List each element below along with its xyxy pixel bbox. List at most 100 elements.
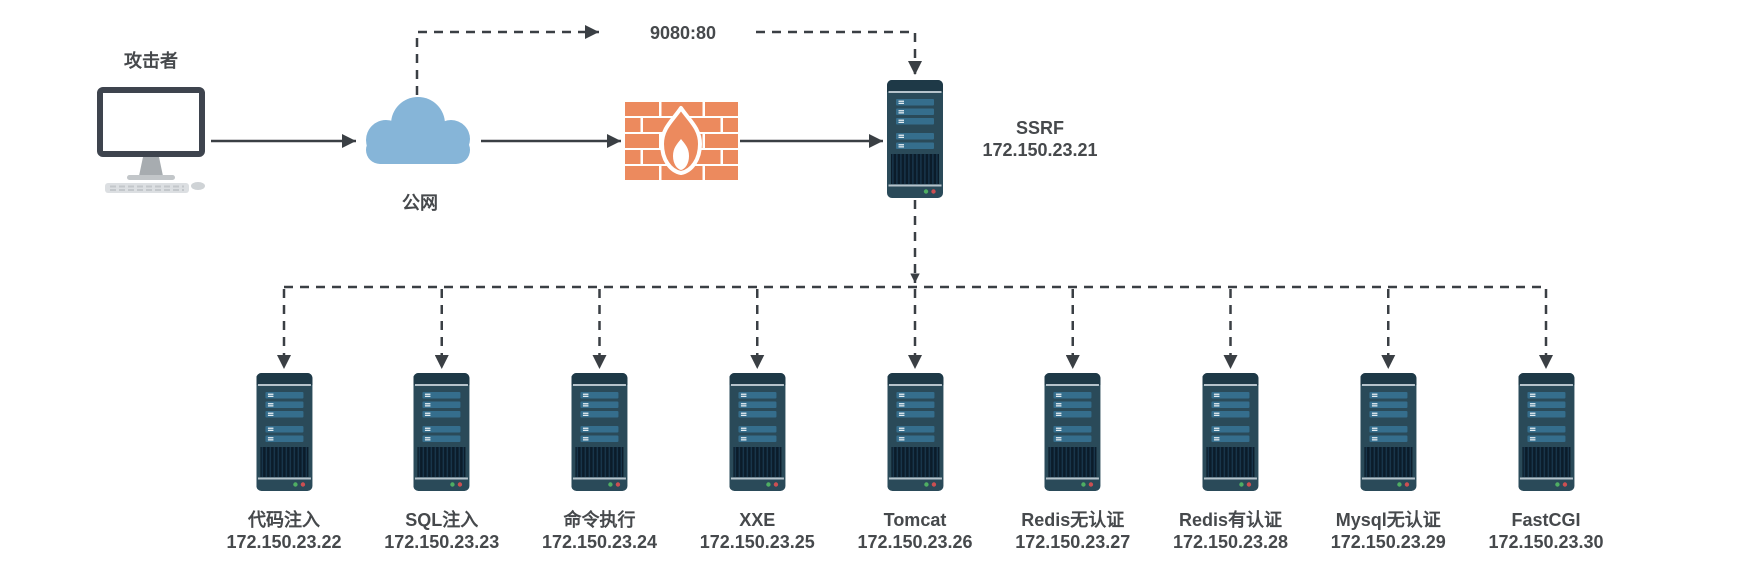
server-vent <box>1364 447 1413 477</box>
server-drive-leds <box>740 393 747 441</box>
target-server-icon-slot <box>571 373 628 491</box>
server-icon <box>887 80 943 198</box>
led-red <box>931 482 936 487</box>
target-ip-label: 172.150.23.22 <box>226 532 342 552</box>
keyboard <box>105 183 189 193</box>
target-name-label: Tomcat <box>883 510 947 530</box>
target-node: Mysql无认证 172.150.23.29 <box>1331 373 1446 553</box>
server-icon <box>1202 373 1259 491</box>
server-vent <box>1206 447 1255 477</box>
led-green <box>450 482 455 487</box>
target-node: 命令执行 172.150.23.24 <box>542 373 657 553</box>
led-green <box>608 482 613 487</box>
server-vent <box>260 447 308 477</box>
target-server-icon-slot <box>1360 373 1417 491</box>
server-vent <box>1048 447 1097 477</box>
led-red <box>615 482 621 487</box>
ssrf-server-node <box>887 80 943 198</box>
server-drive-bars <box>1369 392 1408 442</box>
dashed-drops-to-targets <box>277 289 1553 369</box>
led-green <box>292 482 298 487</box>
server-icon <box>256 373 312 491</box>
target-name-label: SQL注入 <box>405 510 479 530</box>
server-icon <box>413 373 470 491</box>
server-drive-bars <box>1211 392 1250 442</box>
firewall-icon <box>625 102 738 180</box>
led-green <box>1554 482 1560 487</box>
target-ip-label: 172.150.23.23 <box>384 532 500 552</box>
server-drive-bars <box>1527 392 1565 442</box>
target-name-label: Redis有认证 <box>1178 510 1283 530</box>
ssrf-label-block: SSRF 172.150.23.21 <box>982 117 1097 161</box>
server-icon <box>1044 373 1101 491</box>
led-green <box>766 482 771 487</box>
server-drive-bars <box>265 392 303 442</box>
target-server-icon-slot <box>1202 373 1259 491</box>
target-name-label: FastCGI <box>1511 510 1581 530</box>
target-server-icon-slot <box>729 373 786 491</box>
server-icon <box>1360 373 1417 491</box>
target-node: FastCGI 172.150.23.30 <box>1488 373 1604 553</box>
mouse <box>191 182 205 190</box>
target-node: Redis有认证 172.150.23.28 <box>1173 373 1288 553</box>
target-server-icon-slot <box>1044 373 1101 491</box>
public-network-cloud-icon <box>366 97 470 164</box>
target-name-label: Redis无认证 <box>1021 510 1125 530</box>
target-ip-label: 172.150.23.27 <box>1015 532 1131 552</box>
target-server-icon-slot <box>256 373 312 491</box>
target-server-icon-slot <box>1518 373 1574 491</box>
server-vent <box>891 154 939 184</box>
led-red <box>1089 482 1094 487</box>
server-drive-leds <box>898 393 904 441</box>
led-green <box>1397 482 1402 487</box>
target-node: Redis无认证 172.150.23.27 <box>1015 373 1130 553</box>
port-mapping-label: 9080:80 <box>649 23 717 43</box>
target-ip-label: 172.150.23.29 <box>1330 532 1446 552</box>
server-drive-leds <box>1371 393 1378 441</box>
led-red <box>1404 482 1409 487</box>
server-vent <box>417 447 466 477</box>
target-ip-label: 172.150.23.30 <box>1488 532 1604 552</box>
target-ip-label: 172.150.23.25 <box>699 532 815 552</box>
server-icon <box>729 373 786 491</box>
server-drive-bars <box>580 392 619 442</box>
flame-icon <box>660 106 702 175</box>
server-drive-leds <box>1056 393 1062 441</box>
target-node: XXE 172.150.23.25 <box>700 373 815 553</box>
target-name-label: XXE <box>739 510 776 530</box>
server-vent <box>733 447 782 477</box>
server-drive-leds <box>898 100 904 148</box>
target-name-label: 代码注入 <box>248 510 320 530</box>
target-server-icon-slot <box>887 373 943 491</box>
target-ip-label: 172.150.23.24 <box>541 532 658 552</box>
target-node: SQL注入 172.150.23.23 <box>384 373 499 553</box>
led-red <box>773 482 778 487</box>
led-green <box>1081 482 1086 487</box>
led-red <box>300 482 305 487</box>
ssrf-name-label: SSRF <box>1015 118 1064 138</box>
monitor-base <box>127 175 175 180</box>
server-drive-leds <box>583 393 589 441</box>
server-vent <box>575 447 624 477</box>
server-drive-bars <box>1053 392 1092 442</box>
target-server-icon-slot <box>413 373 470 491</box>
attacker-workstation-icon <box>97 87 205 193</box>
server-icon <box>1518 373 1574 491</box>
target-ip-label: 172.150.23.26 <box>857 532 973 552</box>
server-drive-leds <box>267 393 273 441</box>
dashed-cloud-to-port-label <box>415 25 599 95</box>
server-drive-leds <box>1214 393 1220 441</box>
server-vent <box>1522 447 1570 477</box>
server-drive-bars <box>896 392 934 442</box>
target-ip-label: 172.150.23.28 <box>1172 532 1289 552</box>
server-drive-leds <box>425 393 431 441</box>
public-network-label: 公网 <box>402 193 438 213</box>
server-icon <box>571 373 628 491</box>
led-red <box>931 189 936 194</box>
led-red <box>458 482 463 487</box>
monitor-stand <box>139 157 163 176</box>
dashed-port-label-to-ssrf <box>756 30 922 75</box>
target-name-label: 命令执行 <box>563 510 636 530</box>
monitor-screen <box>97 87 205 157</box>
